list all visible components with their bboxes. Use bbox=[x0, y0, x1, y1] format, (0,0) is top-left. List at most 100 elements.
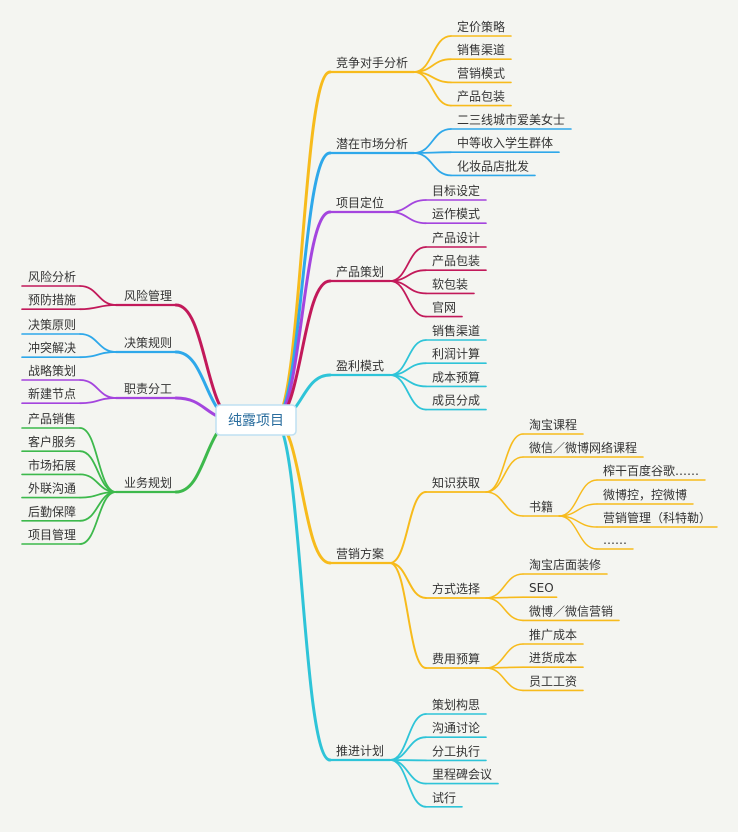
leaf-connector-2-0 bbox=[389, 199, 427, 213]
leaf-6-0[interactable]: 策划构思 bbox=[432, 697, 480, 712]
leaf-5-2-2[interactable]: 员工工资 bbox=[529, 674, 577, 688]
leaf-5-2-1[interactable]: 进货成本 bbox=[529, 650, 577, 665]
branch-2[interactable]: 项目定位 bbox=[336, 195, 384, 210]
leaf-7-0[interactable]: 风险分析 bbox=[28, 269, 76, 284]
leaf-5-0-1[interactable]: 微信／微博网络课程 bbox=[529, 440, 637, 455]
leaf-5-0-2[interactable]: 书籍 bbox=[529, 499, 553, 514]
leaf-9-1[interactable]: 新建节点 bbox=[28, 386, 76, 401]
branch-connector-6 bbox=[272, 418, 332, 762]
leaf-5-0-2-1[interactable]: 微博控，控微博 bbox=[603, 487, 687, 502]
leaf-connector-5-0-2-3 bbox=[558, 515, 598, 550]
leaf-connector-5-2-2 bbox=[485, 667, 524, 692]
leaf-10-0[interactable]: 产品销售 bbox=[28, 411, 76, 426]
leaf-connector-0-3 bbox=[413, 71, 452, 107]
leaf-connector-5-2-0 bbox=[485, 643, 524, 669]
leaf-8-0[interactable]: 决策原则 bbox=[28, 318, 76, 332]
leaf-4-1[interactable]: 利润计算 bbox=[432, 346, 480, 361]
branch-connector-5 bbox=[272, 418, 332, 565]
leaf-connector-5-2-1 bbox=[485, 666, 524, 669]
leaf-10-4[interactable]: 后勤保障 bbox=[28, 504, 76, 519]
root-node[interactable]: 纯露项目 bbox=[215, 404, 297, 436]
leaf-3-0[interactable]: 产品设计 bbox=[432, 231, 480, 245]
leaf-connector-6-4 bbox=[389, 759, 427, 808]
branch-1[interactable]: 潜在市场分析 bbox=[336, 136, 408, 151]
leaf-5-1-0[interactable]: 淘宝店面装修 bbox=[529, 557, 601, 572]
leaf-5-1-2[interactable]: 微博／微信营销 bbox=[529, 603, 613, 618]
leaf-6-1[interactable]: 沟通讨论 bbox=[432, 721, 480, 735]
sub-node-5-0[interactable]: 知识获取 bbox=[432, 476, 480, 490]
branch-5[interactable]: 营销方案 bbox=[336, 546, 384, 561]
leaf-8-1[interactable]: 冲突解决 bbox=[28, 340, 76, 355]
leaf-6-4[interactable]: 试行 bbox=[432, 790, 456, 805]
leaf-1-1[interactable]: 中等收入学生群体 bbox=[457, 135, 553, 150]
leaf-10-5[interactable]: 项目管理 bbox=[28, 527, 76, 542]
leaf-0-2[interactable]: 营销模式 bbox=[457, 66, 505, 80]
leaf-0-0[interactable]: 定价策略 bbox=[457, 19, 505, 34]
leaf-connector-3-3 bbox=[389, 280, 427, 318]
leaf-connector-4-3 bbox=[389, 374, 427, 411]
leaf-7-1[interactable]: 预防措施 bbox=[28, 292, 76, 307]
leaf-connector-6-1 bbox=[389, 736, 427, 761]
leaf-6-3[interactable]: 里程碑会议 bbox=[432, 767, 492, 782]
branch-0[interactable]: 竞争对手分析 bbox=[336, 56, 408, 70]
branch-8[interactable]: 决策规则 bbox=[124, 335, 172, 350]
leaf-connector-6-3 bbox=[389, 759, 427, 785]
leaf-connector-6-0 bbox=[389, 713, 427, 761]
leaf-connector-5-1-0 bbox=[485, 573, 524, 599]
leaf-connector-1-2 bbox=[413, 152, 452, 177]
leaf-connector-5-1-1 bbox=[485, 596, 524, 599]
leaf-0-3[interactable]: 产品包装 bbox=[457, 90, 505, 104]
leaf-5-0-2-3[interactable]: …… bbox=[603, 533, 627, 547]
branch-6[interactable]: 推进计划 bbox=[336, 744, 384, 758]
leaf-connector-8-0 bbox=[79, 333, 117, 353]
leaf-connector-7-0 bbox=[79, 285, 117, 306]
leaf-10-2[interactable]: 市场拓展 bbox=[28, 457, 76, 472]
sub-connector-5-0 bbox=[389, 491, 427, 564]
leaf-connector-1-0 bbox=[413, 128, 452, 154]
leaf-connector-5-0-0 bbox=[485, 433, 524, 493]
root-node-box bbox=[215, 404, 297, 436]
branch-4[interactable]: 盈利模式 bbox=[336, 359, 384, 373]
leaf-5-0-2-2[interactable]: 营销管理（科特勒） bbox=[603, 510, 711, 525]
branch-3[interactable]: 产品策划 bbox=[336, 265, 384, 279]
sub-node-5-2[interactable]: 费用预算 bbox=[432, 651, 480, 666]
leaf-connector-10-5 bbox=[79, 491, 117, 545]
branch-9[interactable]: 职责分工 bbox=[124, 382, 172, 396]
leaf-10-1[interactable]: 客户服务 bbox=[28, 434, 76, 449]
leaf-9-0[interactable]: 战略策划 bbox=[28, 363, 76, 378]
leaf-5-0-0[interactable]: 淘宝课程 bbox=[529, 417, 577, 432]
root-node-label: 纯露项目 bbox=[228, 413, 284, 429]
leaf-5-0-2-0[interactable]: 榨干百度谷歌…… bbox=[603, 463, 699, 478]
branch-10[interactable]: 业务规划 bbox=[124, 475, 172, 490]
leaf-1-2[interactable]: 化妆品店批发 bbox=[457, 158, 529, 173]
branch-7[interactable]: 风险管理 bbox=[124, 288, 172, 303]
leaf-5-2-0[interactable]: 推广成本 bbox=[529, 628, 577, 642]
sub-connector-5-2 bbox=[389, 562, 427, 669]
leaf-4-3[interactable]: 成员分成 bbox=[432, 394, 480, 408]
leaf-4-2[interactable]: 成本预算 bbox=[432, 369, 480, 384]
sub-node-5-1[interactable]: 方式选择 bbox=[432, 581, 480, 596]
leaf-2-0[interactable]: 目标设定 bbox=[432, 183, 480, 198]
node-layer: 竞争对手分析定价策略销售渠道营销模式产品包装潜在市场分析二三线城市爱美女士中等收… bbox=[28, 19, 711, 805]
leaf-1-0[interactable]: 二三线城市爱美女士 bbox=[457, 112, 565, 127]
connector-layer bbox=[21, 35, 718, 808]
leaf-0-1[interactable]: 销售渠道 bbox=[457, 42, 505, 57]
leaf-3-2[interactable]: 软包装 bbox=[432, 277, 468, 291]
leaf-connector-5-0-1 bbox=[485, 456, 524, 493]
leaf-3-3[interactable]: 官网 bbox=[432, 300, 456, 315]
leaf-3-1[interactable]: 产品包装 bbox=[432, 254, 480, 268]
leaf-6-2[interactable]: 分工执行 bbox=[432, 744, 480, 758]
leaf-connector-9-0 bbox=[79, 379, 117, 399]
leaf-connector-5-0-2 bbox=[485, 491, 524, 517]
leaf-connector-2-1 bbox=[389, 211, 427, 225]
leaf-10-3[interactable]: 外联沟通 bbox=[28, 482, 76, 496]
leaf-5-1-1[interactable]: SEO bbox=[529, 581, 554, 595]
branch-connector-7 bbox=[174, 303, 238, 422]
leaf-connector-5-1-2 bbox=[485, 597, 524, 622]
leaf-4-0[interactable]: 销售渠道 bbox=[432, 323, 480, 338]
sub-connector-5-1 bbox=[389, 562, 427, 599]
leaf-2-1[interactable]: 运作模式 bbox=[432, 207, 480, 221]
leaf-connector-9-1 bbox=[79, 397, 117, 405]
leaf-connector-8-1 bbox=[79, 351, 117, 359]
